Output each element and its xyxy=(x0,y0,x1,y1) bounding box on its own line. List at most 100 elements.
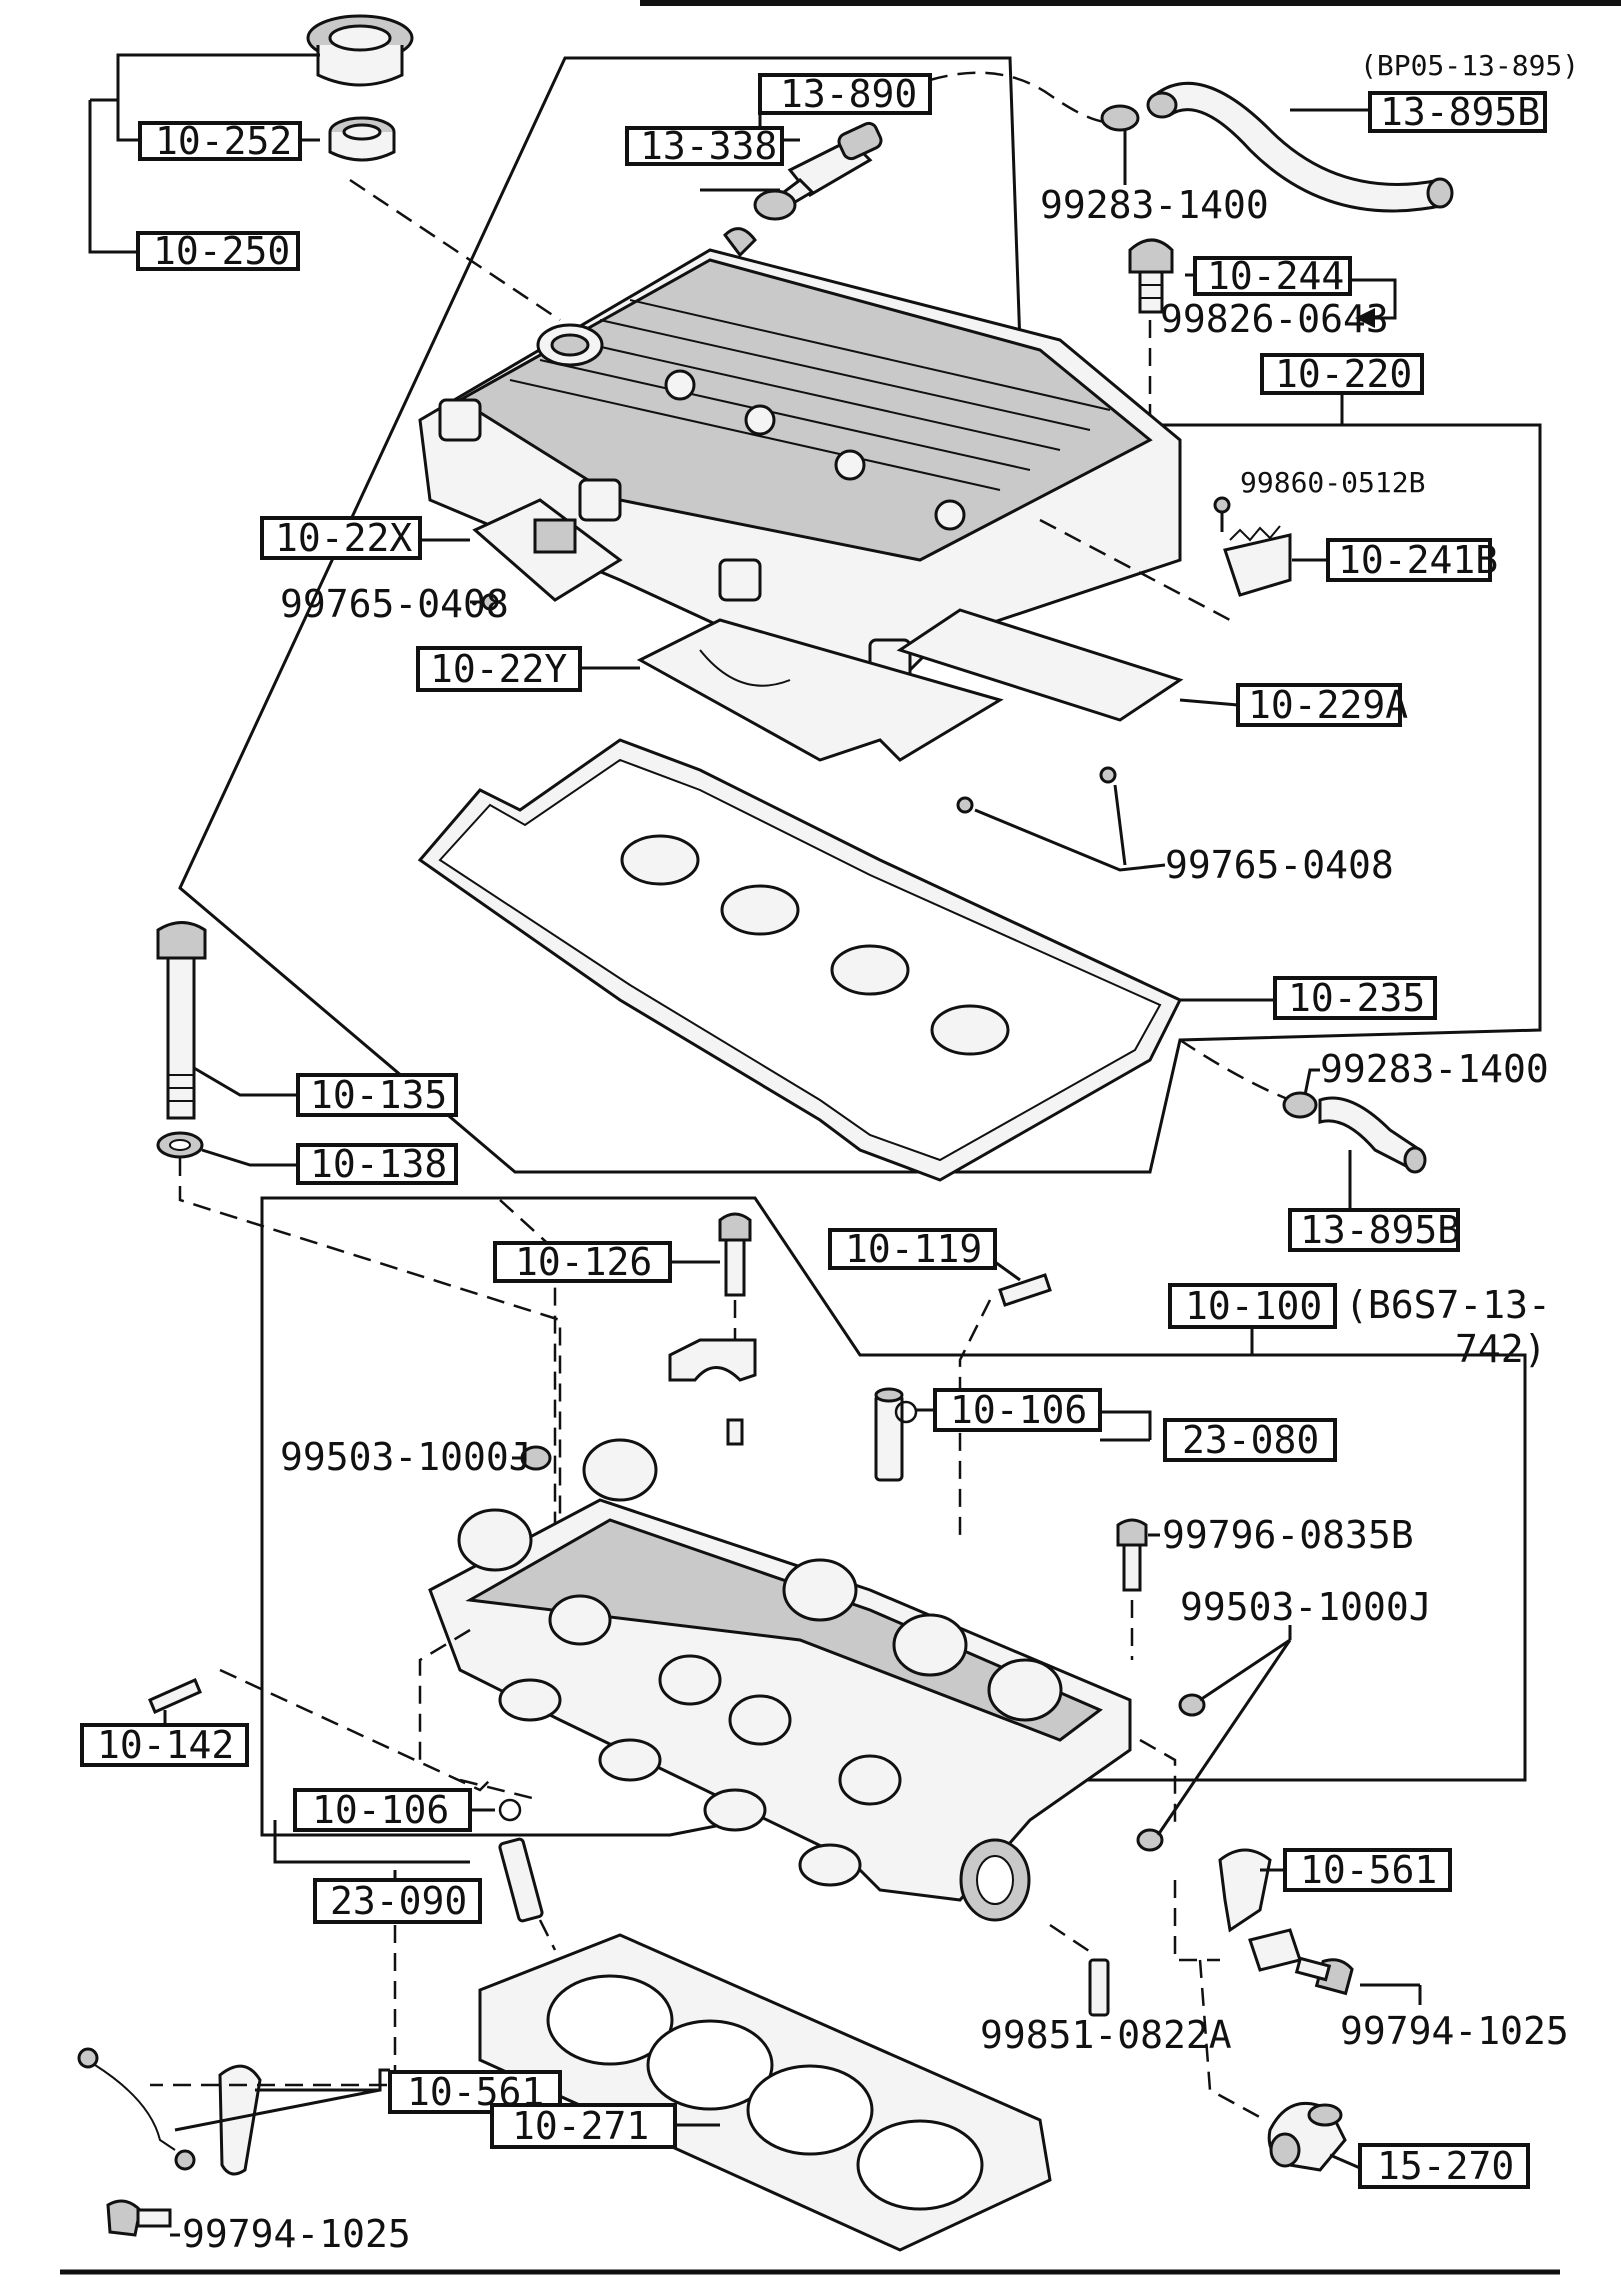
callout-label: 10-235 xyxy=(1288,976,1425,1020)
callout-10-135: 10-135 xyxy=(296,1073,458,1117)
callout-13-890: 13-890 xyxy=(758,72,932,116)
callout-label: 10-135 xyxy=(310,1073,447,1117)
fastener-99283-1400-top: 99283-1400 xyxy=(1040,183,1269,227)
callout-10-119: 10-119 xyxy=(828,1227,997,1271)
callout-10-271: 10-271 xyxy=(490,2103,677,2149)
cover-gasket xyxy=(417,738,1183,1182)
callout-10-106-bottom: 10-106 xyxy=(293,1788,472,1832)
bracket-screw xyxy=(1213,496,1231,532)
arrow-marker xyxy=(1355,308,1375,328)
callout-label: 13-338 xyxy=(640,124,777,168)
callout-label: 13-890 xyxy=(780,72,917,116)
callout-10-106-top: 10-106 xyxy=(933,1388,1102,1432)
fastener-99503-1000j-right: 99503-1000J xyxy=(1180,1585,1432,1629)
cylinder-head xyxy=(428,1438,1132,1922)
note-b6s7-line2: 742) xyxy=(1455,1327,1547,1371)
baffle-plate-y xyxy=(636,618,1004,762)
valve-seal-ring-top xyxy=(894,1400,918,1424)
pcv-grommet xyxy=(753,189,797,221)
stud-119 xyxy=(998,1273,1052,1307)
wire-harness-clip xyxy=(77,2047,196,2171)
valve-seal-ring-bottom xyxy=(498,1798,522,1822)
callout-label: 10-106 xyxy=(950,1388,1087,1432)
callout-label: 23-090 xyxy=(330,1879,467,1923)
head-bolt-washer xyxy=(156,1131,204,1159)
fastener-99796-0835b: 99796-0835B xyxy=(1162,1513,1414,1557)
note-b6s7-line1: (B6S7-13- xyxy=(1345,1283,1551,1327)
callout-10-561-right: 10-561 xyxy=(1283,1848,1452,1892)
callout-label: 10-229A xyxy=(1248,683,1408,727)
callout-label: 23-080 xyxy=(1182,1418,1319,1462)
water-outlet xyxy=(1267,2101,1347,2172)
callout-10-126: 10-126 xyxy=(493,1240,672,1284)
fastener-99765-0408-mid: 99765-0408 xyxy=(1165,843,1394,887)
callout-13-895b-bottom: 13-895B xyxy=(1288,1208,1460,1252)
head-bolt xyxy=(156,921,207,1120)
callout-label: 10-244 xyxy=(1207,254,1344,298)
callout-10-142: 10-142 xyxy=(80,1723,249,1767)
oil-cap-seal xyxy=(328,116,396,162)
fastener-99765-0408-left: 99765-0408 xyxy=(280,582,509,626)
fastener-99826-0643: 99826-0643 xyxy=(1160,297,1389,341)
cam-cap-bolt xyxy=(718,1212,752,1297)
cover-screw-b xyxy=(1099,766,1117,784)
fastener-99860-0512b: 99860-0512B xyxy=(1240,466,1425,499)
callout-10-241b: 10-241B xyxy=(1326,538,1498,582)
valve-guide-top xyxy=(874,1387,904,1482)
callout-label: 10-250 xyxy=(153,229,290,273)
callout-label: 10-22Y xyxy=(430,647,567,691)
bracket-bolt-0835b xyxy=(1116,1518,1148,1592)
stud-142 xyxy=(148,1678,202,1714)
fastener-99283-1400-right: 99283-1400 xyxy=(1320,1047,1549,1091)
callout-label: 10-271 xyxy=(512,2104,649,2148)
callout-label: 10-126 xyxy=(515,1240,652,1284)
callout-label: 10-241B xyxy=(1338,538,1498,582)
callout-10-229a: 10-229A xyxy=(1236,683,1408,727)
hanger-bolt-left xyxy=(106,2199,172,2237)
hose-clamp-top xyxy=(1100,104,1140,132)
note-bp05: (BP05-13-895) xyxy=(1360,49,1579,82)
fastener-99503-1000j-left: 99503-1000J xyxy=(280,1435,532,1479)
bracket-241b xyxy=(1223,525,1292,597)
callout-label: 10-142 xyxy=(97,1723,234,1767)
hose-clamp-right xyxy=(1282,1091,1318,1119)
callout-10-244: 10-244 xyxy=(1193,254,1352,298)
stud-0822a xyxy=(1088,1958,1110,2017)
callout-10-22x: 10-22X xyxy=(260,516,422,560)
head-group-outline xyxy=(260,1196,1527,1837)
callout-15-270: 15-270 xyxy=(1358,2143,1530,2189)
callout-13-895b-top: 13-895B xyxy=(1368,90,1547,134)
callout-label: 10-22X xyxy=(275,516,412,560)
callout-13-338: 13-338 xyxy=(625,124,784,168)
cylinder-head-gasket xyxy=(478,1933,1052,2252)
callout-label: 10-106 xyxy=(312,1788,449,1832)
callout-23-090: 23-090 xyxy=(313,1878,482,1924)
baffle-plate-229a xyxy=(896,608,1184,722)
callout-10-138: 10-138 xyxy=(296,1142,458,1186)
callout-10-250: 10-250 xyxy=(136,229,300,273)
callout-label: 13-895B xyxy=(1300,1208,1460,1252)
callout-label: 10-252 xyxy=(155,119,292,163)
ventilation-hose-bottom xyxy=(1318,1096,1427,1174)
fastener-99851-0822a: 99851-0822A xyxy=(980,2013,1232,2057)
fastener-99794-1025-right: 99794-1025 xyxy=(1340,2009,1569,2053)
callout-label: 13-895B xyxy=(1380,90,1540,134)
blind-plug-right-a xyxy=(1178,1693,1206,1717)
callout-label: 15-270 xyxy=(1377,2144,1514,2188)
oil-filler-cap xyxy=(306,14,414,87)
callout-23-080: 23-080 xyxy=(1163,1418,1337,1462)
engine-hanger-left xyxy=(218,2064,262,2176)
cylinder-head-cover xyxy=(418,227,1182,702)
cover-bolt xyxy=(1128,238,1174,314)
callout-label: 10-220 xyxy=(1275,352,1412,396)
callout-10-22y: 10-22Y xyxy=(416,646,582,692)
callout-10-252: 10-252 xyxy=(138,119,302,163)
cover-screw-a xyxy=(956,796,974,814)
callout-label: 10-119 xyxy=(845,1227,982,1271)
camshaft-cap xyxy=(668,1338,757,1382)
valve-guide-bottom xyxy=(498,1837,544,1923)
hanger-bolt-right xyxy=(1294,1956,1354,1996)
pcv-valve xyxy=(777,121,883,207)
callout-label: 10-138 xyxy=(310,1142,447,1186)
